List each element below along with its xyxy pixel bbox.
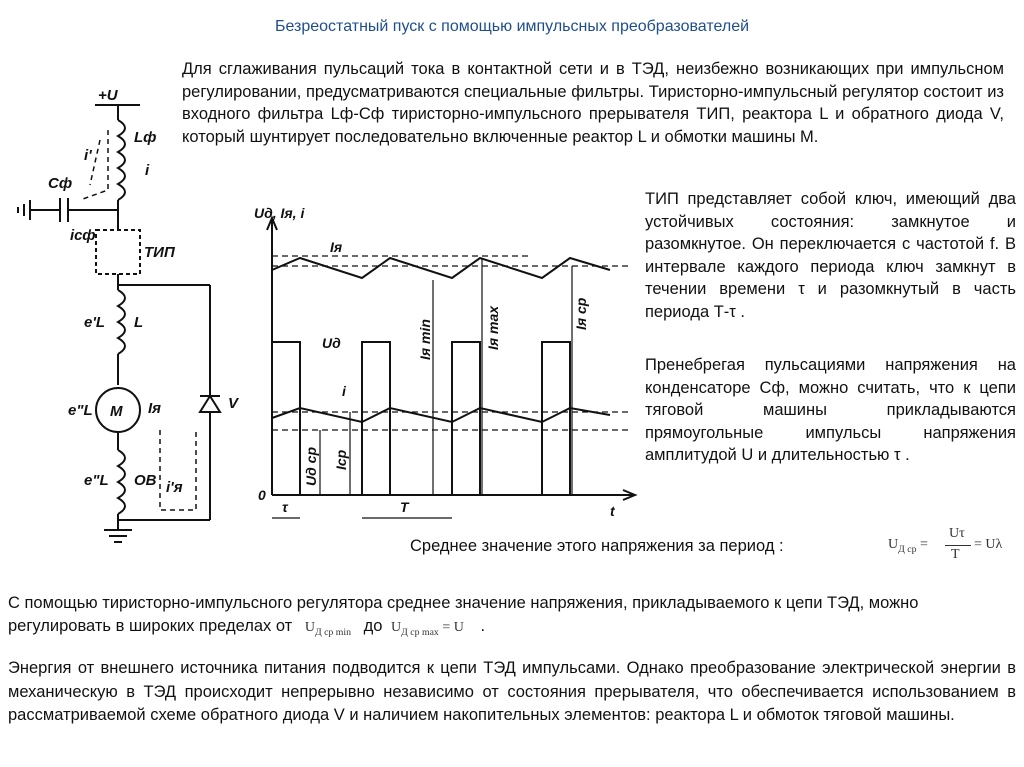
graph-iamin-label: Iя min xyxy=(417,319,433,360)
graph-y-label: Uд, Iя, i xyxy=(254,205,305,221)
formula-avg-lhs: UД ср = xyxy=(888,537,928,555)
regulation-text-b: до xyxy=(363,616,383,635)
formula-max: UД ср max = U xyxy=(391,619,464,638)
regulation-text-a: С помощью тиристорно-импульсного регулят… xyxy=(8,594,919,635)
label-el: e'L xyxy=(84,314,105,331)
graph-udcp-label: Uд ср xyxy=(303,447,319,486)
label-icf: iсф xyxy=(70,227,96,244)
label-v: V xyxy=(228,395,240,412)
label-cf: Сф xyxy=(48,175,72,192)
graph-t-label: t xyxy=(610,503,616,519)
graph-ia-label: Iя xyxy=(330,239,342,255)
label-i-top: i xyxy=(145,162,150,179)
regulation-text-c: . xyxy=(480,616,486,635)
label-m: М xyxy=(110,403,123,420)
formula-avg-num: Uτ xyxy=(949,526,965,541)
label-ia2: i'я xyxy=(166,479,183,496)
label-ob: ОВ xyxy=(134,472,157,489)
graph-ua-label: Uд xyxy=(322,335,341,351)
timing-graph: Uд, Iя, i Iя Uд i Iя min Iя max Iя ср Uд… xyxy=(254,205,638,519)
label-l: L xyxy=(134,314,143,331)
graph-T-label: T xyxy=(400,499,410,515)
graph-i-label: i xyxy=(342,383,347,399)
energy-paragraph: Энергия от внешнего источника питания по… xyxy=(8,659,1016,724)
pulse-paragraph: Пренебрегая пульсациями напряжения на ко… xyxy=(645,356,1016,464)
label-eob: e"L xyxy=(84,472,109,489)
formula-min: UД ср min xyxy=(304,619,352,638)
label-lf: Lф xyxy=(134,129,156,146)
graph-iamax-label: Iя max xyxy=(485,305,501,350)
intro-paragraph: Для сглаживания пульсаций тока в контакт… xyxy=(182,60,1004,146)
graph-icp-label: Iср xyxy=(333,449,349,470)
label-i-prime: i' xyxy=(84,147,92,164)
label-em: e"L xyxy=(68,402,93,419)
average-voltage-text: Среднее значение этого напряжения за пер… xyxy=(410,537,784,555)
label-ia: Iя xyxy=(148,400,161,417)
graph-origin-label: 0 xyxy=(258,487,266,503)
formula-avg-den: T xyxy=(951,547,960,562)
tip-paragraph: ТИП представляет собой ключ, имеющий два… xyxy=(645,190,1016,321)
circuit-diagram: +U Lф i i' Сф iсф ТИП e'L L e"L М Iя V e… xyxy=(17,87,240,543)
regulation-paragraph: С помощью тиристорно-импульсного регулят… xyxy=(8,592,1008,644)
graph-iacp-label: Iя ср xyxy=(573,297,589,330)
label-plus-u: +U xyxy=(98,87,119,104)
graph-tau-label: τ xyxy=(282,499,289,515)
label-tip: ТИП xyxy=(144,244,176,261)
formula-avg-rhs: = Uλ xyxy=(974,537,1003,552)
average-voltage-formula: UД ср = Uτ T = Uλ xyxy=(888,526,1018,566)
page-title: Безреостатный пуск с помощью импульсных … xyxy=(274,18,750,35)
